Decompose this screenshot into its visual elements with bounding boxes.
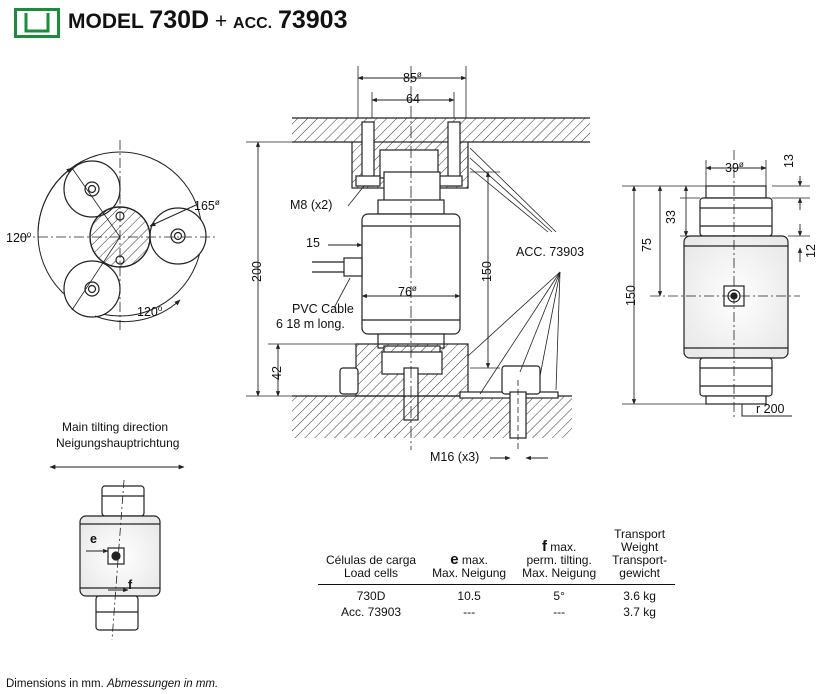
angle-120-left: 120o [6, 230, 32, 246]
col-f-de: Max. Neigung [522, 566, 597, 580]
col-weight-l0: Transport [614, 527, 666, 541]
footer-note: Dimensions in mm. Abmessungen in mm. [6, 678, 218, 690]
col-f-max-label: max. [546, 540, 577, 554]
dim-13: 13 [782, 154, 796, 168]
dim-150-side: 150 [624, 285, 638, 306]
footer-text: Dimensions in mm. [6, 678, 104, 690]
col-load-cells: Células de carga Load cells [318, 528, 425, 585]
model-number: 730D [149, 6, 210, 34]
cell-e: --- [463, 605, 476, 619]
label-r200: r 200 [756, 402, 785, 416]
cell-weight: 3.7 kg [623, 605, 656, 619]
section-view [246, 66, 590, 461]
table-row: Acc. 73903 --- --- 3.7 kg [318, 604, 675, 620]
tilting-caption-de: Neigungshauptrichtung [56, 436, 180, 450]
label-f: f [128, 578, 133, 592]
dim-64: 64 [406, 92, 420, 106]
col-weight-l1: Weight [621, 540, 659, 554]
col-load-cells-es: Células de carga [326, 553, 417, 567]
cell-model: 730D [356, 589, 386, 603]
dim-85: 85ø [403, 70, 422, 86]
dim-15: 15 [306, 236, 320, 250]
col-weight: Transport Weight Transport- gewicht [604, 527, 676, 585]
label-acc: ACC. 73903 [516, 245, 585, 259]
table-row: 730D 10.5 5° 3.6 kg [318, 585, 675, 605]
dim-75: 75 [640, 238, 654, 252]
specs-table: Células de carga Load cells e max. Max. … [318, 527, 676, 620]
plan-view [20, 140, 215, 330]
dim-165: 165ø [194, 198, 220, 214]
col-weight-l2: Transport- [612, 553, 668, 567]
label-e: e [90, 532, 97, 546]
footer-italic: Abmessungen in mm. [106, 678, 219, 690]
cell-model: Acc. 73903 [341, 605, 402, 619]
acc-prefix: ACC. [233, 15, 273, 32]
title-plus: + [214, 10, 228, 33]
label-m16: M16 (x3) [430, 450, 480, 464]
specs-header-row: Células de carga Load cells e max. Max. … [318, 527, 676, 585]
cell-f: --- [553, 605, 566, 619]
label-m8: M8 (x2) [290, 198, 333, 212]
label-pvc-length: 6 18 m long. [276, 317, 345, 331]
col-e-max: e max. Max. Neigung [424, 528, 515, 585]
col-load-cells-en: Load cells [344, 566, 399, 580]
dim-33: 33 [664, 210, 678, 224]
tilting-figure [49, 464, 185, 641]
dim-39: 39ø [725, 160, 744, 176]
brand-u-logo-icon [14, 8, 60, 38]
col-f-en: perm. tilting. [526, 553, 592, 567]
model-prefix: MODEL [68, 10, 144, 33]
dim-12: 12 [804, 244, 818, 258]
label-pvc-cable: PVC Cable [292, 302, 354, 316]
cell-f: 5° [553, 589, 565, 603]
side-view [622, 150, 810, 420]
col-f-max: f max. perm. tilting. Max. Neigung [514, 528, 605, 585]
col-f-symbol: f [541, 538, 547, 555]
acc-number: 73903 [277, 6, 348, 34]
col-e-de: Max. Neigung [432, 566, 507, 580]
dim-42: 42 [270, 366, 284, 380]
dim-76: 76ø [398, 284, 417, 300]
col-weight-l3: gewicht [619, 566, 660, 580]
page-title: MODEL 730D + ACC. 73903 [68, 6, 348, 35]
cell-e: 10.5 [457, 589, 481, 603]
cell-weight: 3.6 kg [623, 589, 656, 603]
dim-200: 200 [250, 261, 264, 282]
angle-120-bottom: 120o [137, 304, 163, 320]
col-e-symbol: e [450, 551, 459, 568]
dim-150-section: 150 [480, 261, 494, 282]
col-e-max-label: max. [458, 553, 488, 567]
tilting-caption-en: Main tilting direction [62, 420, 169, 434]
